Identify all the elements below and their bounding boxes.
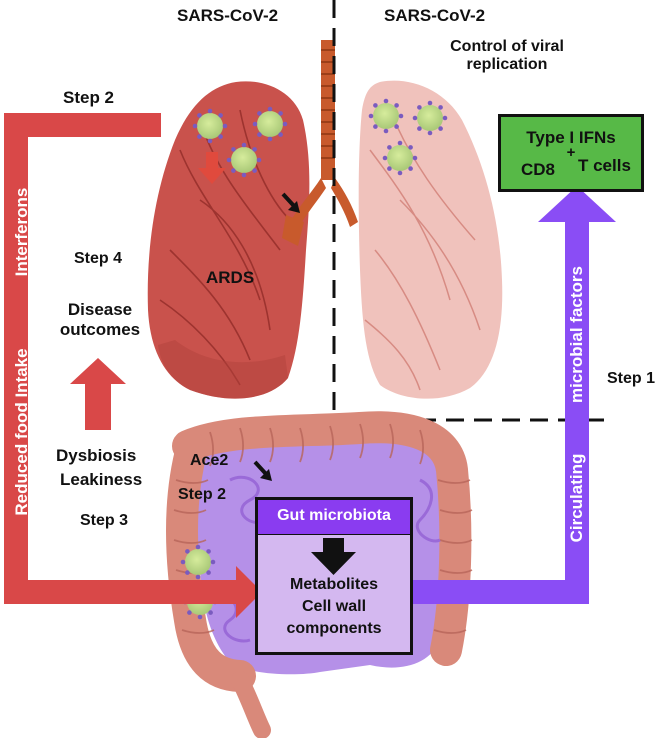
reduced-food-intake-label: Reduced food Intake <box>12 348 31 516</box>
disease-line-2: outcomes <box>59 319 141 339</box>
control-of-viral-replication-label: Control of viral replication <box>432 38 582 75</box>
red-pathway-arrow <box>4 113 262 618</box>
ifn-plus: + <box>566 144 576 161</box>
gut-microbiota-title: Gut microbiota <box>277 507 391 524</box>
sars-cov-2-label-right: SARS-CoV-2 <box>384 6 486 25</box>
cell-wall-label: Cell wall <box>301 598 367 615</box>
metabolites-label: Metabolites <box>289 576 378 593</box>
ifn-tcells: T cells <box>578 156 631 175</box>
step-2-label-top: Step 2 <box>63 88 115 107</box>
control-line-2: replication <box>466 56 548 74</box>
black-arrow-icon <box>281 192 300 213</box>
circulating-label: Circulating <box>567 453 586 543</box>
red-down-arrow-icon <box>198 152 226 184</box>
components-label: components <box>286 620 382 637</box>
ace2-label: Ace2 <box>190 452 229 469</box>
black-arrow-icon <box>253 460 272 481</box>
leakiness-label: Leakiness <box>60 470 143 489</box>
step-1-label: Step 1 <box>607 370 656 387</box>
ifn-cd8: CD8 <box>521 160 556 179</box>
interferons-label: Interferons <box>12 187 31 277</box>
step-2-label-gut: Step 2 <box>178 486 227 503</box>
ards-label: ARDS <box>206 268 255 287</box>
dysbiosis-label: Dysbiosis <box>56 446 137 465</box>
sars-cov-2-label-left: SARS-CoV-2 <box>177 6 279 25</box>
trachea-icon <box>282 40 358 246</box>
type-i-ifn-box <box>498 114 644 192</box>
step-4-label: Step 4 <box>74 250 123 267</box>
ifn-line-1: Type I IFNs <box>526 128 616 147</box>
disease-line-1: Disease <box>67 300 133 319</box>
microbial-factors-label: microbial factors <box>567 266 586 403</box>
step-3-label: Step 3 <box>80 512 129 529</box>
red-up-arrow-icon <box>70 358 126 430</box>
control-line-1: Control of viral <box>450 38 564 55</box>
purple-pathway-arrow <box>413 186 616 604</box>
disease-outcomes-label: Disease outcomes <box>45 300 155 339</box>
